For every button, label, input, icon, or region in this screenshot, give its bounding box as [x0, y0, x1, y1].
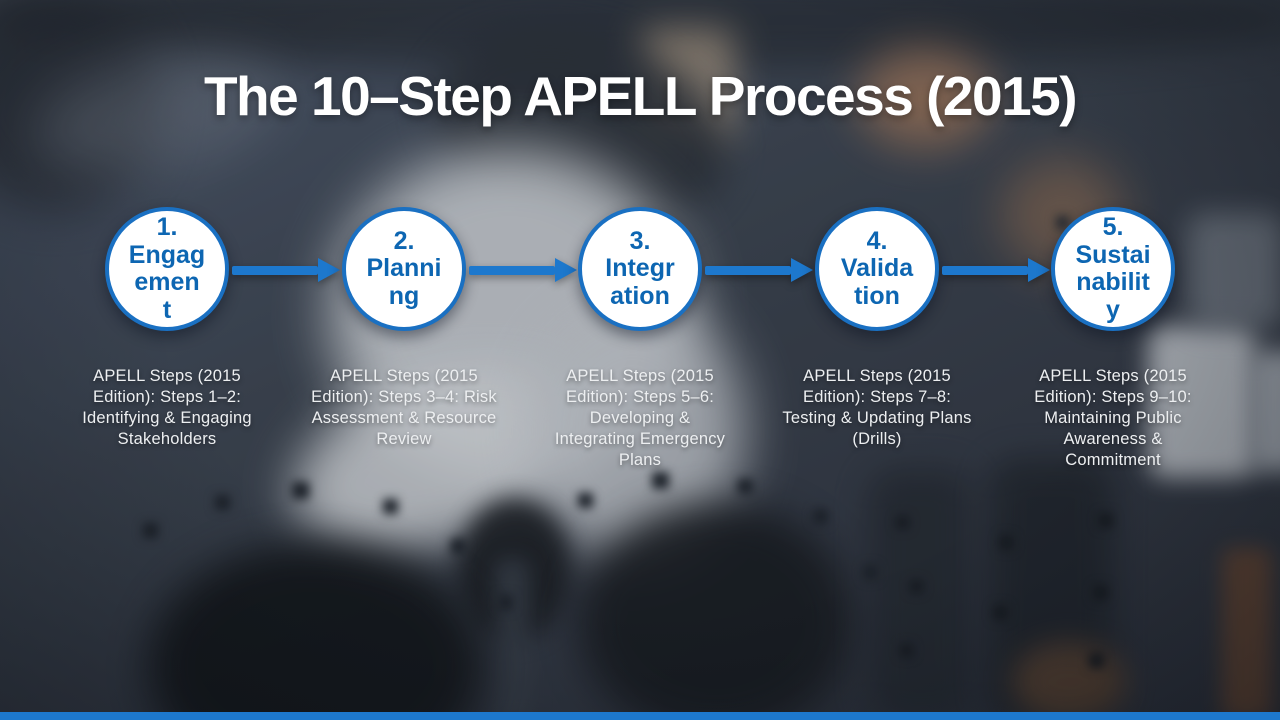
bg-shape: [1250, 350, 1280, 472]
arrow-shaft: [705, 266, 791, 275]
arrow-shaft: [942, 266, 1028, 275]
step-circle-label: 1. Engag emen t: [128, 213, 206, 324]
step-description-planning: APELL Steps (2015 Edition): Steps 3–4: R…: [311, 367, 497, 448]
arrow-head: [318, 258, 340, 282]
boiler-door-shape: [578, 503, 853, 720]
step-circle-label: 5. Sustai nabilit y: [1075, 213, 1151, 324]
arrow-head: [791, 258, 813, 282]
step-circle-label: 3. Integr ation: [605, 226, 675, 310]
bg-shape: [1222, 548, 1272, 720]
arrow-head: [1028, 258, 1050, 282]
bg-shape: [0, 0, 1280, 70]
bg-shape: [868, 468, 973, 720]
step-circle-label: 4. Valida tion: [840, 226, 914, 310]
step-circle-integration: 3. Integr ation: [578, 207, 702, 331]
arrow-right-icon: [467, 258, 577, 282]
bg-shape: [458, 498, 570, 640]
boiler-door-shape: [148, 543, 483, 720]
bg-shape: [1012, 642, 1127, 720]
step-description-engagement: APELL Steps (2015 Edition): Steps 1–2: I…: [82, 367, 252, 448]
step-circle-engagement: 1. Engag emen t: [105, 207, 229, 331]
rivet-dots: [0, 0, 1, 1]
bg-shape: [494, 558, 530, 720]
arrow-shaft: [469, 266, 555, 275]
slide-title: The 10–Step APELL Process (2015): [203, 65, 1078, 127]
arrow-right-icon: [940, 258, 1050, 282]
bg-shape: [988, 458, 1113, 720]
arrow-right-icon: [230, 258, 340, 282]
bg-shape: [1188, 213, 1280, 329]
step-circle-sustainability: 5. Sustai nabilit y: [1051, 207, 1175, 331]
step-description-integration: APELL Steps (2015 Edition): Steps 5–6: D…: [554, 367, 726, 469]
step-description-validation: APELL Steps (2015 Edition): Steps 7–8: T…: [782, 367, 972, 448]
step-circle-label: 2. Planni ng: [366, 226, 442, 310]
step-circle-validation: 4. Valida tion: [815, 207, 939, 331]
arrow-shaft: [232, 266, 318, 275]
arrow-right-icon: [703, 258, 813, 282]
step-description-sustainability: APELL Steps (2015 Edition): Steps 9–10: …: [1034, 367, 1192, 469]
step-circle-planning: 2. Planni ng: [342, 207, 466, 331]
arrow-head: [555, 258, 577, 282]
bottom-accent-bar: [0, 712, 1280, 720]
